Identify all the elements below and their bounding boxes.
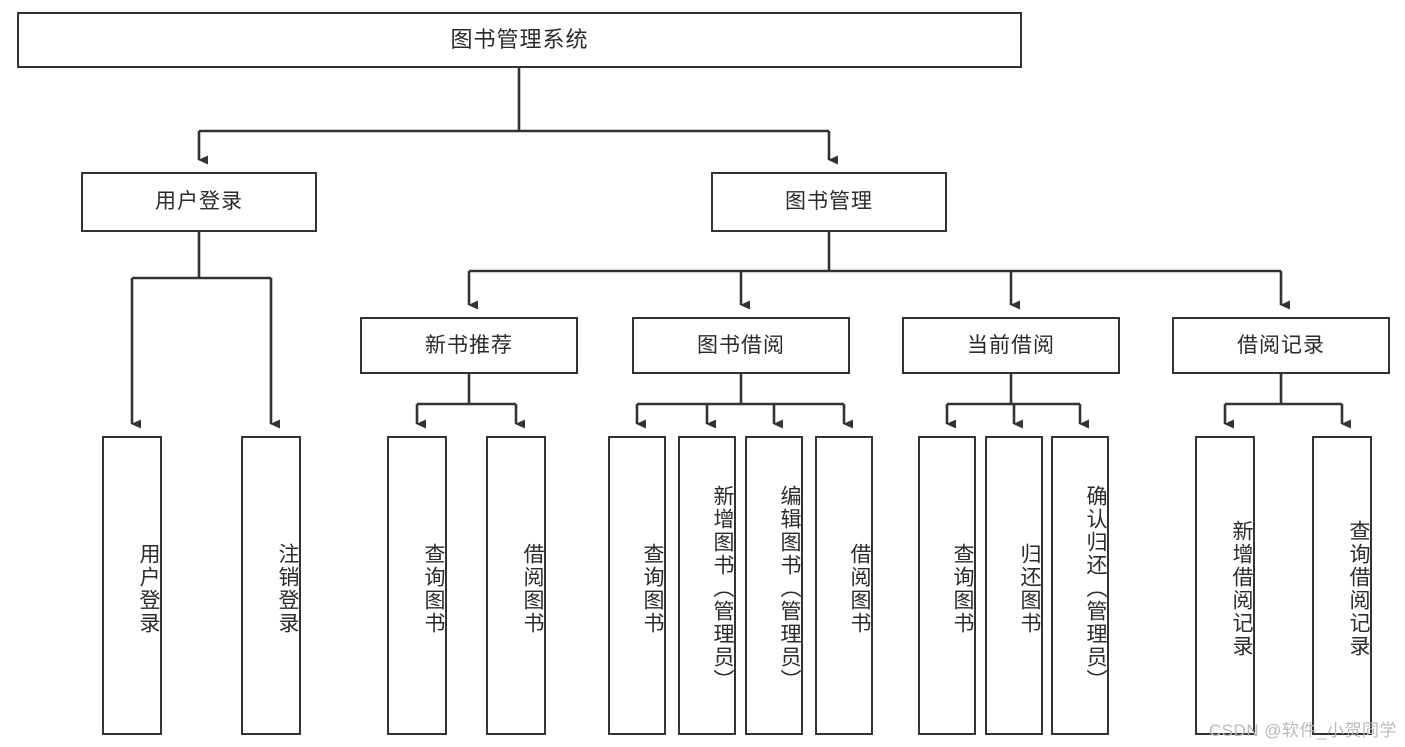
node-label: 当前借阅 [967, 333, 1055, 357]
node-label: 确认归还（管理员） [1084, 485, 1107, 692]
node-label: 新增图书（管理员） [711, 485, 734, 692]
node-label: 注销登录 [276, 542, 299, 635]
node-label: 编辑图书（管理员） [778, 485, 801, 692]
node-label: 借阅记录 [1237, 333, 1325, 357]
leaf-newbook-query-books[interactable]: 查询图书 [387, 436, 447, 735]
leaf-borrow-add-book-admin[interactable]: 新增图书（管理员） [678, 436, 736, 735]
leaf-current-query-books[interactable]: 查询图书 [918, 436, 976, 735]
leaf-borrow-lend-books[interactable]: 借阅图书 [815, 436, 873, 735]
node-user-login[interactable]: 用户登录 [81, 172, 317, 232]
leaf-user-logout[interactable]: 注销登录 [241, 436, 301, 735]
csdn-watermark: CSDN @软件_小贺同学 [1208, 721, 1397, 740]
node-borrow-record[interactable]: 借阅记录 [1172, 317, 1390, 374]
node-label: 归还图书 [1018, 542, 1041, 635]
node-book-management[interactable]: 图书管理 [711, 172, 947, 232]
node-label: 查询图书 [422, 542, 445, 635]
node-label: 新增借阅记录 [1230, 519, 1253, 658]
leaf-newbook-borrow-books[interactable]: 借阅图书 [486, 436, 546, 735]
leaf-borrow-edit-book-admin[interactable]: 编辑图书（管理员） [745, 436, 803, 735]
node-root-system[interactable]: 图书管理系统 [17, 12, 1022, 68]
leaf-borrow-query-books[interactable]: 查询图书 [608, 436, 666, 735]
node-label: 查询图书 [951, 542, 974, 635]
node-label: 查询借阅记录 [1347, 519, 1370, 658]
leaf-current-return-books[interactable]: 归还图书 [985, 436, 1043, 735]
node-label: 图书借阅 [697, 333, 785, 357]
node-book-borrow[interactable]: 图书借阅 [632, 317, 850, 374]
node-label: 图书管理 [785, 190, 873, 214]
leaf-user-login[interactable]: 用户登录 [102, 436, 162, 735]
node-label: 用户登录 [155, 190, 243, 214]
node-new-book-recommend[interactable]: 新书推荐 [360, 317, 578, 374]
node-label: 新书推荐 [425, 333, 513, 357]
node-label: 图书管理系统 [450, 26, 589, 52]
node-label: 查询图书 [641, 542, 664, 635]
node-label: 借阅图书 [521, 542, 544, 635]
leaf-current-confirm-return-admin[interactable]: 确认归还（管理员） [1051, 436, 1109, 735]
leaf-record-query-borrow-record[interactable]: 查询借阅记录 [1312, 436, 1372, 735]
node-label: 用户登录 [137, 542, 160, 635]
node-current-borrow[interactable]: 当前借阅 [902, 317, 1120, 374]
leaf-record-add-borrow-record[interactable]: 新增借阅记录 [1195, 436, 1255, 735]
node-label: 借阅图书 [848, 542, 871, 635]
